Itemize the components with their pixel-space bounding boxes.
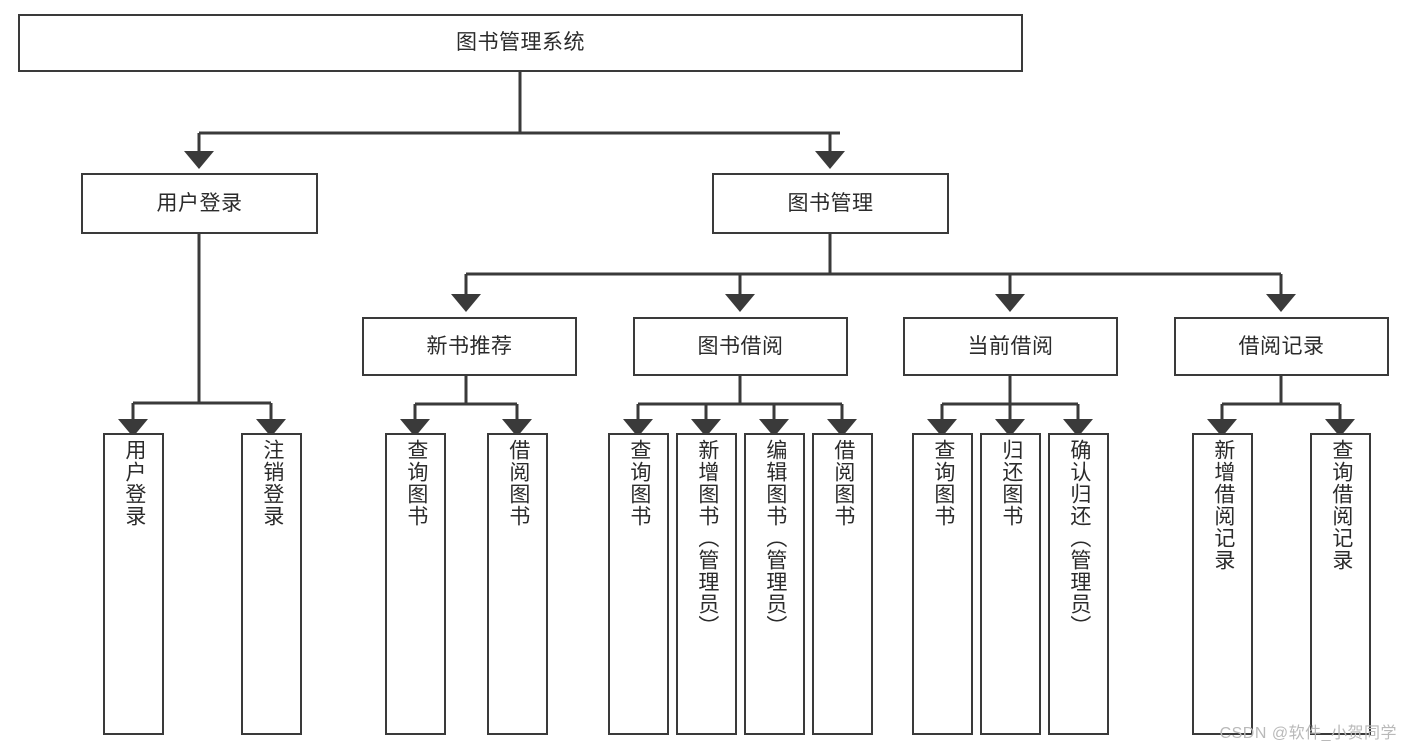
node-leaf-add-book[interactable]: 新增图书（管理员）: [676, 433, 737, 735]
node-borrow-record[interactable]: 借阅记录: [1174, 317, 1389, 376]
node-leaf-query-book-1[interactable]: 查询图书: [385, 433, 446, 735]
node-leaf-logout-label: 注销登录: [260, 439, 284, 527]
node-root[interactable]: 图书管理系统: [18, 14, 1023, 72]
node-leaf-add-record-label: 新增借阅记录: [1211, 439, 1235, 571]
node-leaf-add-book-label: 新增图书（管理员）: [695, 439, 719, 637]
node-leaf-borrow-book-1-label: 借阅图书: [506, 439, 530, 527]
node-leaf-query-book-2-label: 查询图书: [627, 439, 651, 527]
node-leaf-add-record[interactable]: 新增借阅记录: [1192, 433, 1253, 735]
node-current-borrow[interactable]: 当前借阅: [903, 317, 1118, 376]
node-book-borrow-label: 图书借阅: [697, 334, 784, 358]
node-leaf-query-record[interactable]: 查询借阅记录: [1310, 433, 1371, 735]
node-leaf-logout[interactable]: 注销登录: [241, 433, 302, 735]
node-leaf-user-login[interactable]: 用户登录: [103, 433, 164, 735]
node-leaf-user-login-label: 用户登录: [122, 439, 146, 527]
node-leaf-confirm-return-label: 确认归还（管理员）: [1067, 439, 1091, 637]
node-borrow-record-label: 借阅记录: [1238, 334, 1325, 358]
node-book-manage[interactable]: 图书管理: [712, 173, 949, 234]
node-book-manage-label: 图书管理: [787, 191, 874, 215]
node-user-login-label: 用户登录: [156, 191, 243, 215]
node-root-label: 图书管理系统: [456, 31, 585, 55]
node-leaf-borrow-book-2-label: 借阅图书: [831, 439, 855, 527]
node-new-book-recommend-label: 新书推荐: [426, 334, 513, 358]
node-leaf-return-book-label: 归还图书: [999, 439, 1023, 527]
node-leaf-query-book-3-label: 查询图书: [931, 439, 955, 527]
node-leaf-query-record-label: 查询借阅记录: [1329, 439, 1353, 571]
node-leaf-edit-book[interactable]: 编辑图书（管理员）: [744, 433, 805, 735]
node-book-borrow[interactable]: 图书借阅: [633, 317, 848, 376]
node-leaf-query-book-3[interactable]: 查询图书: [912, 433, 973, 735]
node-leaf-query-book-2[interactable]: 查询图书: [608, 433, 669, 735]
node-leaf-edit-book-label: 编辑图书（管理员）: [763, 439, 787, 637]
node-new-book-recommend[interactable]: 新书推荐: [362, 317, 577, 376]
node-leaf-return-book[interactable]: 归还图书: [980, 433, 1041, 735]
node-user-login[interactable]: 用户登录: [81, 173, 318, 234]
node-leaf-query-book-1-label: 查询图书: [404, 439, 428, 527]
node-leaf-borrow-book-1[interactable]: 借阅图书: [487, 433, 548, 735]
node-leaf-confirm-return[interactable]: 确认归还（管理员）: [1048, 433, 1109, 735]
csdn-watermark: CSDN @软件_小贺同学: [1219, 725, 1397, 742]
node-current-borrow-label: 当前借阅: [967, 334, 1054, 358]
node-leaf-borrow-book-2[interactable]: 借阅图书: [812, 433, 873, 735]
